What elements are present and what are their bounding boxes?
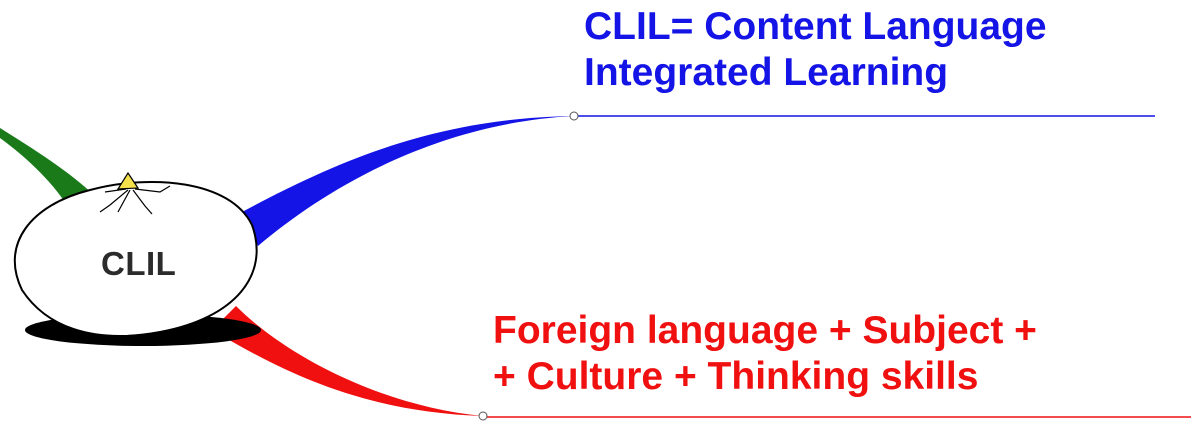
red-branch <box>212 306 483 416</box>
central-bubble <box>13 181 258 337</box>
components-line-1: Foreign language + Subject + <box>493 309 1037 352</box>
green-branch <box>0 128 95 210</box>
components-branch-text: Foreign language + Subject + + Culture +… <box>493 308 1037 400</box>
definition-line-2: Integrated Learning <box>584 51 949 94</box>
red-branch-node <box>478 411 488 421</box>
blue-branch <box>240 116 574 246</box>
components-line-2: + Culture + Thinking skills <box>493 355 979 398</box>
blue-branch-node <box>569 111 579 121</box>
definition-line-1: CLIL= Content Language <box>584 5 1047 48</box>
bubble-spark-icon <box>99 185 171 215</box>
spark-icon <box>116 171 140 190</box>
central-topic-label: CLIL <box>101 245 177 282</box>
definition-branch-text: CLIL= Content Language Integrated Learni… <box>584 4 1047 96</box>
